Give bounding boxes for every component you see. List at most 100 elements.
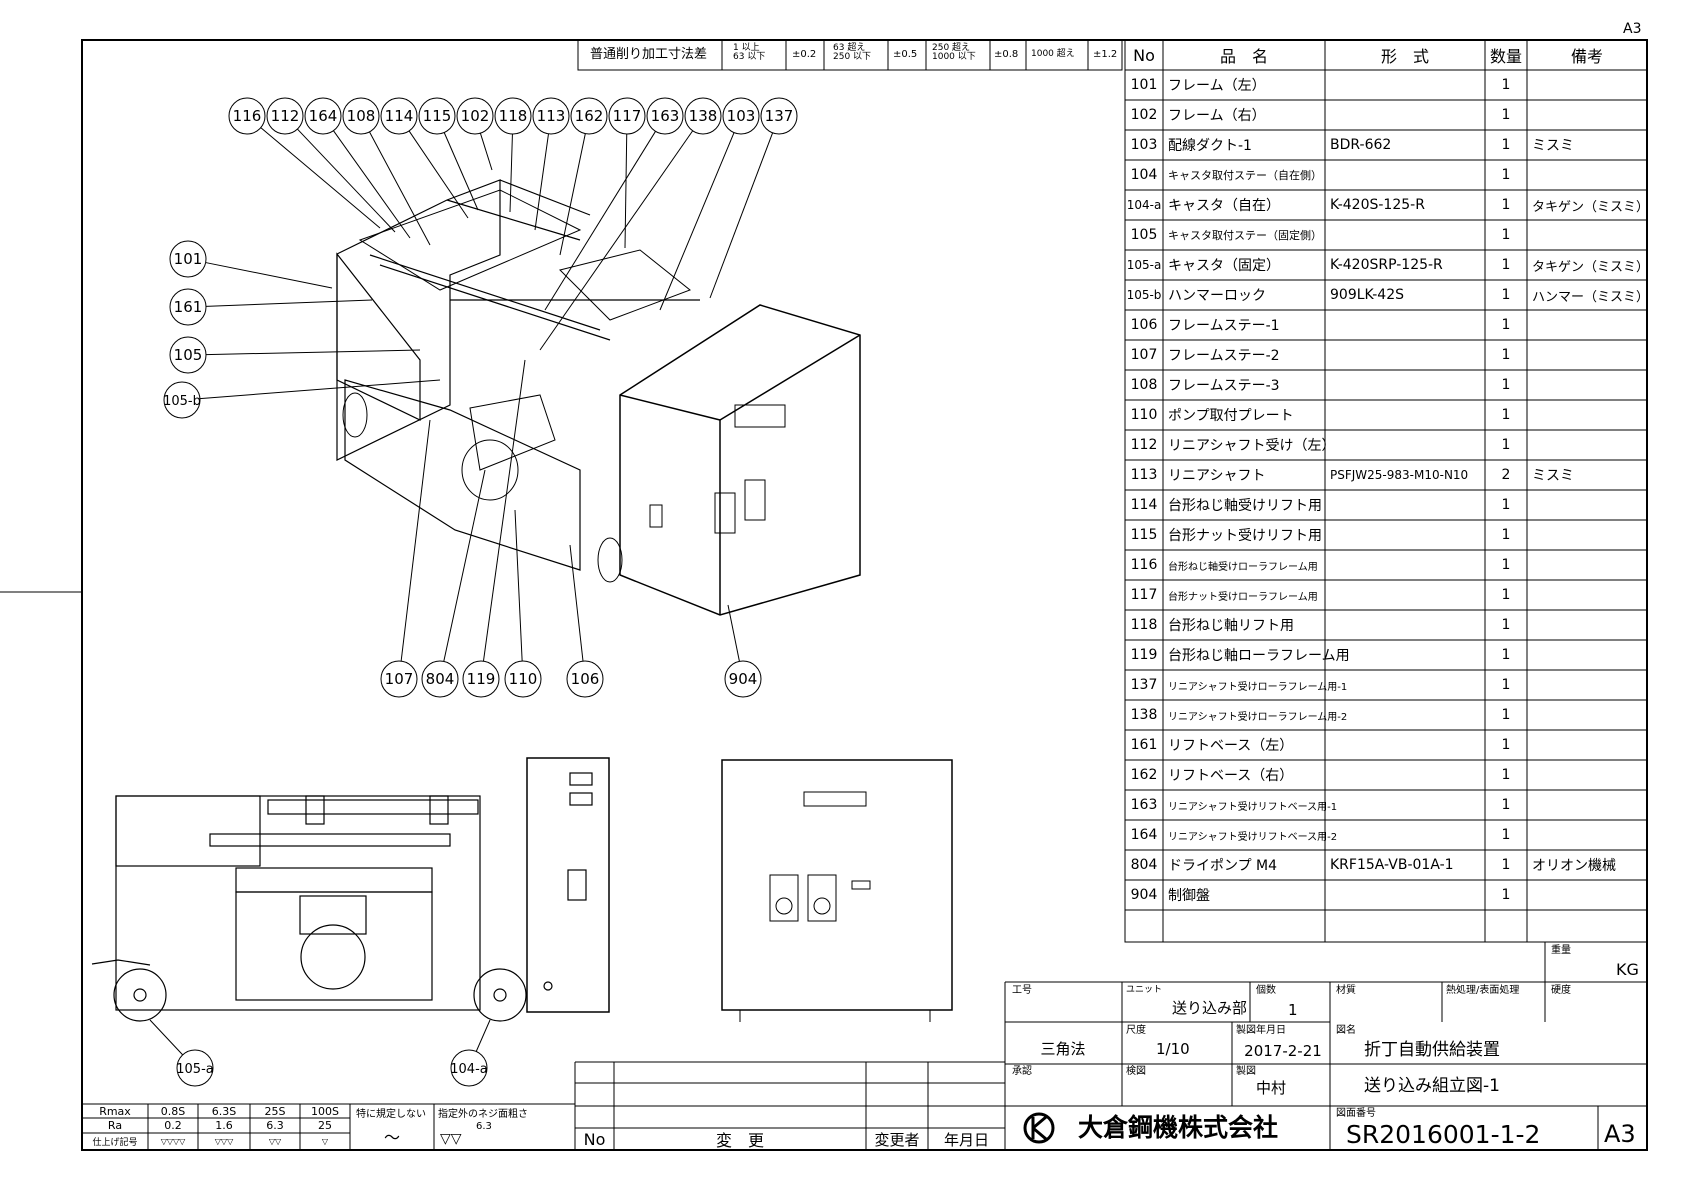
parts-cell-note (1527, 880, 1647, 910)
parts-cell-qty: 1 (1501, 137, 1511, 153)
parts-cell-qty: 1 (1501, 377, 1511, 393)
projection-method: 三角法 (1040, 1040, 1086, 1058)
parts-cell-note: ミスミ (1532, 468, 1574, 484)
roughness-unspecified-label: 特に規定しない (356, 1109, 426, 1120)
parts-cell-model (1325, 70, 1485, 100)
weight-unit: KG (1616, 960, 1639, 979)
tolerance-range-3: 250 超え 1000 以下 (932, 43, 976, 62)
parts-cell-name: フレームステー-2 (1168, 348, 1280, 364)
parts-cell-model (1325, 820, 1485, 850)
parts-cell-model (1325, 490, 1485, 520)
parts-header-note: 備考 (1570, 47, 1603, 66)
parts-cell-qty: 1 (1501, 227, 1511, 243)
roughness-ra-1: 0.2 (164, 1119, 182, 1132)
balloon-label: 112 (271, 107, 300, 125)
tolerance-value-1: ±0.2 (792, 49, 817, 60)
parts-cell-qty: 1 (1501, 497, 1511, 513)
roughness-other-label: 指定外のネジ面粗さ (438, 1109, 528, 1120)
parts-cell-name: 台形ねじ軸ローラフレーム用 (1168, 648, 1350, 664)
balloon-top-116: 116 (228, 97, 381, 229)
balloon-top-163: 163 (544, 97, 684, 311)
parts-cell-no: 114 (1130, 497, 1158, 513)
tolerance-range-4: 1000 超え (1031, 49, 1075, 59)
front-view (91, 757, 610, 1022)
parts-cell-qty: 1 (1501, 257, 1511, 273)
balloon-bottom-119: 119 (462, 359, 526, 698)
parts-cell-note (1527, 310, 1647, 340)
title-block-grid (1004, 942, 1647, 1150)
parts-cell-no: 104 (1130, 167, 1158, 183)
parts-cell-note (1527, 430, 1647, 460)
balloon-label: 103 (727, 107, 756, 125)
parts-cell-name: リフトベース（左） (1168, 738, 1294, 754)
balloon-top-115: 115 (418, 97, 479, 211)
roughness-label-ra: Ra (107, 1119, 123, 1132)
parts-cell-note (1527, 340, 1647, 370)
balloon-left-161: 161 (169, 288, 373, 326)
roughness-rmax-3: 25S (264, 1104, 286, 1118)
parts-cell-model: 909LK-42S (1330, 287, 1404, 303)
parts-cell-model (1325, 520, 1485, 550)
hardness-label: 硬度 (1551, 985, 1571, 996)
parts-cell-note (1527, 820, 1647, 850)
parts-cell-name: 台形ねじ軸リフト用 (1168, 618, 1294, 634)
side-view (721, 759, 953, 1022)
parts-cell-no: 119 (1130, 647, 1158, 663)
balloon-top-117: 117 (608, 97, 646, 249)
parts-cell-note (1527, 790, 1647, 820)
balloon-top-162: 162 (559, 97, 608, 256)
balloon-bottom-110: 110 (504, 509, 542, 698)
roughness-rmax-4: 100S (311, 1104, 339, 1118)
parts-cell-note: タキゲン（ミスミ） (1532, 259, 1650, 275)
balloon-top-118: 118 (494, 97, 532, 213)
sheet-size-label: A3 (1623, 21, 1642, 37)
drawing-name-line2: 送り込み組立図-1 (1364, 1076, 1500, 1096)
parts-cell-note (1527, 580, 1647, 610)
roughness-finish-3: ▽▽ (268, 1137, 282, 1146)
parts-cell-model (1325, 640, 1485, 670)
balloon-label: 102 (461, 107, 490, 125)
parts-cell-no: 117 (1130, 587, 1158, 603)
parts-cell-name: キャスタ（自在） (1168, 198, 1280, 214)
balloon-label: 162 (575, 107, 604, 125)
parts-cell-no: 102 (1130, 107, 1158, 123)
parts-header-qty: 数量 (1489, 47, 1522, 66)
parts-cell-model (1325, 610, 1485, 640)
draft-date-value: 2017-2-21 (1244, 1042, 1322, 1060)
parts-cell-note: タキゲン（ミスミ） (1532, 199, 1650, 215)
parts-cell-no: 115 (1130, 527, 1158, 543)
roughness-unspecified-symbol: ～ (384, 1128, 401, 1147)
parts-cell-name: キャスタ取付ステー（固定側） (1168, 229, 1322, 242)
unit-label: ユニット (1126, 985, 1163, 995)
weight-label: 重量 (1551, 945, 1571, 956)
count-label: 個数 (1256, 985, 1276, 996)
parts-cell-no: 138 (1130, 707, 1158, 723)
parts-cell-qty: 1 (1501, 857, 1511, 873)
parts-cell-note (1527, 670, 1647, 700)
parts-cell-no: 112 (1130, 437, 1158, 453)
parts-header-model: 形 式 (1380, 47, 1429, 66)
parts-cell-qty: 1 (1501, 827, 1511, 843)
balloon-top-108: 108 (342, 97, 431, 246)
parts-header-no: No (1133, 45, 1155, 65)
roughness-rmax-2: 6.3S (211, 1104, 237, 1118)
revision-header-date: 年月日 (943, 1130, 989, 1149)
scale-label: 尺度 (1126, 1025, 1146, 1036)
balloon-label: 161 (174, 298, 203, 316)
parts-cell-note (1527, 760, 1647, 790)
parts-cell-no: 161 (1130, 737, 1158, 753)
scale-value: 1/10 (1156, 1040, 1190, 1058)
parts-cell-qty: 1 (1501, 317, 1511, 333)
parts-cell-model (1325, 910, 1485, 940)
parts-cell-note (1527, 160, 1647, 190)
balloon-label: 118 (499, 107, 528, 125)
balloon-label: 106 (571, 670, 600, 688)
parts-cell-name: フレーム（右） (1168, 108, 1266, 124)
parts-cell-name: フレームステー-1 (1168, 318, 1280, 334)
parts-cell-model (1325, 880, 1485, 910)
parts-cell-name: リニアシャフト (1168, 468, 1266, 484)
parts-cell-name: リニアシャフト受け（左） (1168, 438, 1336, 454)
parts-cell-no: 162 (1130, 767, 1158, 783)
balloon-top-102: 102 (456, 97, 494, 171)
parts-cell-model (1325, 790, 1485, 820)
